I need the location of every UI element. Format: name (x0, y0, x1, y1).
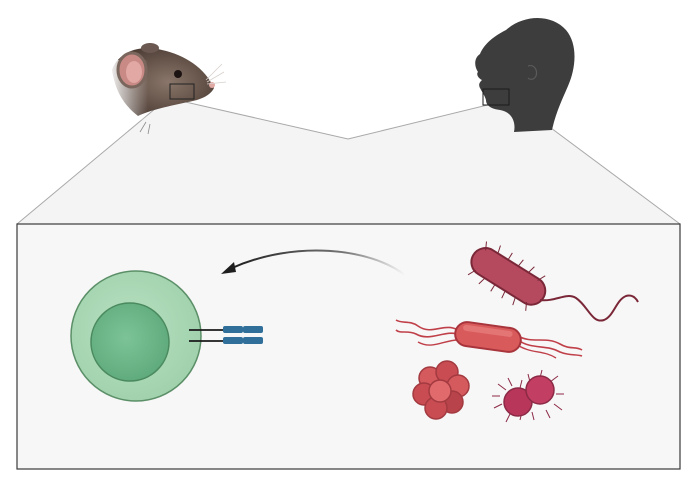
peritrichous-bacterium-icon (395, 319, 583, 359)
curved-arrow-icon (221, 249, 406, 276)
zoom-callout (16, 97, 681, 225)
flagellated-bacterium-icon (467, 241, 639, 322)
human-head-icon (475, 18, 575, 132)
immune-cell-icon (70, 270, 202, 402)
staphylococcus-icon (412, 360, 470, 420)
antibody-receptor-icon (189, 326, 263, 344)
mouse-sample-box (169, 83, 195, 100)
diplococcus-icon (492, 369, 564, 423)
human-sample-box (482, 88, 510, 106)
